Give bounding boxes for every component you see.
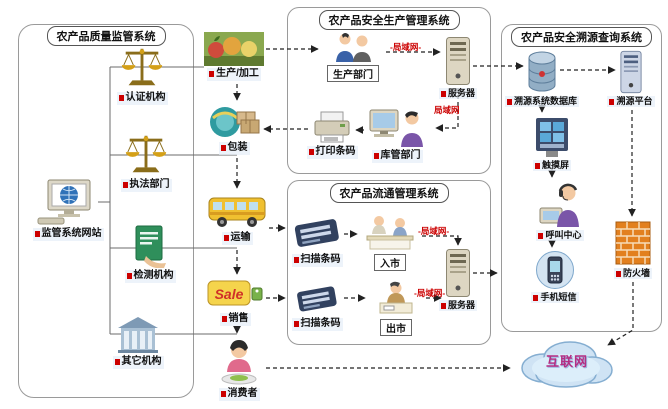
transport-node: 运输 xyxy=(204,192,270,245)
trace-platform-node: 溯源平台 xyxy=(600,50,662,108)
print-barcode-node: 打印条码 xyxy=(302,110,362,159)
sale-node: Sale 销售 xyxy=(202,278,268,326)
barcode-scanner-icon xyxy=(297,286,337,312)
sale-label: 销售 xyxy=(219,313,251,326)
production-server-node: 服务器 xyxy=(438,36,478,100)
circulation-server-node: 服务器 xyxy=(436,248,480,312)
workers-icon xyxy=(336,33,371,62)
touchscreen-node: 触摸屏 xyxy=(526,116,578,172)
package-icon xyxy=(210,107,260,137)
scan-barcode-in-node: 扫描条码 xyxy=(288,212,346,267)
production-title: 农产品安全生产管理系统 xyxy=(318,10,460,30)
call-center-label: 呼叫中心 xyxy=(536,230,584,242)
website-node: 监管系统网站 xyxy=(24,178,112,241)
trace-database-node: 溯源系统数据库 xyxy=(504,50,580,108)
testing-agency-node: 检测机构 xyxy=(112,224,188,283)
produce-node: 生产/加工 xyxy=(200,32,268,81)
firewall-node: 防火墙 xyxy=(606,220,660,280)
law-enforcement-label: 执法部门 xyxy=(120,179,172,192)
trace-database-label: 溯源系统数据库 xyxy=(504,96,579,108)
produce-photo-icon xyxy=(204,32,264,66)
scan-barcode-in-label: 扫描条码 xyxy=(291,254,343,267)
supervision-system-box xyxy=(18,24,194,398)
trace-platform-label: 溯源平台 xyxy=(607,96,655,108)
svg-text:Sale: Sale xyxy=(215,286,244,302)
production-dept-node: 生产部门 xyxy=(322,31,384,82)
market-in-node: 入市 xyxy=(360,214,420,271)
traceability-system-box xyxy=(501,24,662,332)
law-enforcement-node: 执法部门 xyxy=(108,131,184,192)
cloud-icon xyxy=(521,341,613,388)
market-out-node: 出市 xyxy=(368,281,424,336)
internet-cloud-node: 互联网 xyxy=(514,334,620,390)
package-node: 包装 xyxy=(202,104,266,155)
market-out-label: 出市 xyxy=(380,319,412,336)
lan-label-production-2: 局域网 xyxy=(434,105,460,115)
circulation-server-label: 服务器 xyxy=(438,300,477,312)
call-center-node: 呼叫中心 xyxy=(530,180,590,242)
lan-label-circulation-2: -局域网- xyxy=(414,288,446,298)
warehouse-dept-label: 库管部门 xyxy=(371,150,423,163)
circulation-system-box xyxy=(287,180,491,345)
scales-icon xyxy=(121,48,163,86)
other-agency-node: 其它机构 xyxy=(100,314,176,369)
server-tower-icon xyxy=(446,249,470,297)
transport-label: 运输 xyxy=(221,232,253,245)
production-title-wrap: 农产品安全生产管理系统 xyxy=(287,10,491,30)
market-counter-icon xyxy=(366,216,414,250)
consumer-person-icon xyxy=(221,340,257,385)
supervision-title-wrap: 农产品质量监管系统 xyxy=(18,26,194,46)
database-icon xyxy=(528,51,556,92)
internet-label: 互联网 xyxy=(545,354,588,369)
operator-computer-icon xyxy=(369,109,423,147)
computer-globe-icon xyxy=(37,179,91,225)
market-in-label: 入市 xyxy=(374,254,406,271)
warehouse-dept-node: 库管部门 xyxy=(364,106,430,163)
package-label: 包装 xyxy=(218,142,250,155)
lan-label-circulation-1: -局域网- xyxy=(418,226,450,236)
testing-agency-label: 检测机构 xyxy=(124,270,176,283)
produce-label: 生产/加工 xyxy=(207,68,261,81)
production-system-box xyxy=(287,7,491,174)
server-tower-icon xyxy=(446,37,470,85)
print-barcode-label: 打印条码 xyxy=(306,146,358,159)
supervision-title: 农产品质量监管系统 xyxy=(46,26,166,46)
touchscreen-kiosk-icon xyxy=(536,118,568,157)
circulation-title-wrap: 农产品流通管理系统 xyxy=(287,183,491,203)
mobile-phone-icon xyxy=(536,251,574,289)
traceability-title-wrap: 农产品安全溯源查询系统 xyxy=(501,27,662,47)
barcode-scanner-icon xyxy=(294,219,339,247)
scales-icon xyxy=(125,135,167,173)
headset-operator-icon xyxy=(539,183,579,227)
lan-label-production-1: -局域网- xyxy=(390,42,422,52)
traceability-title: 农产品安全溯源查询系统 xyxy=(511,27,652,47)
consumer-label: 消费者 xyxy=(218,388,260,401)
circulation-title: 农产品流通管理系统 xyxy=(329,183,449,203)
production-server-label: 服务器 xyxy=(438,88,477,100)
production-dept-label: 生产部门 xyxy=(327,65,379,82)
firewall-label: 防火墙 xyxy=(613,268,652,280)
touchscreen-label: 触摸屏 xyxy=(532,160,571,172)
building-icon xyxy=(118,317,158,353)
clerk-desk-icon xyxy=(379,281,413,314)
sms-node: 手机短信 xyxy=(524,250,586,304)
sms-label: 手机短信 xyxy=(531,292,579,304)
website-label: 监管系统网站 xyxy=(32,228,104,241)
consumer-node: 消费者 xyxy=(210,338,268,401)
other-agency-label: 其它机构 xyxy=(112,356,164,369)
sale-sign-icon: Sale xyxy=(207,280,263,306)
bus-icon xyxy=(208,197,266,227)
certification-node: 认证机构 xyxy=(104,44,180,105)
firewall-brick-icon xyxy=(615,221,651,265)
scan-barcode-out-label: 扫描条码 xyxy=(291,318,343,331)
printer-icon xyxy=(314,111,350,143)
document-hand-icon xyxy=(135,225,166,268)
certification-label: 认证机构 xyxy=(116,92,168,105)
scan-barcode-out-node: 扫描条码 xyxy=(288,280,346,331)
server-tower-icon xyxy=(620,50,642,94)
